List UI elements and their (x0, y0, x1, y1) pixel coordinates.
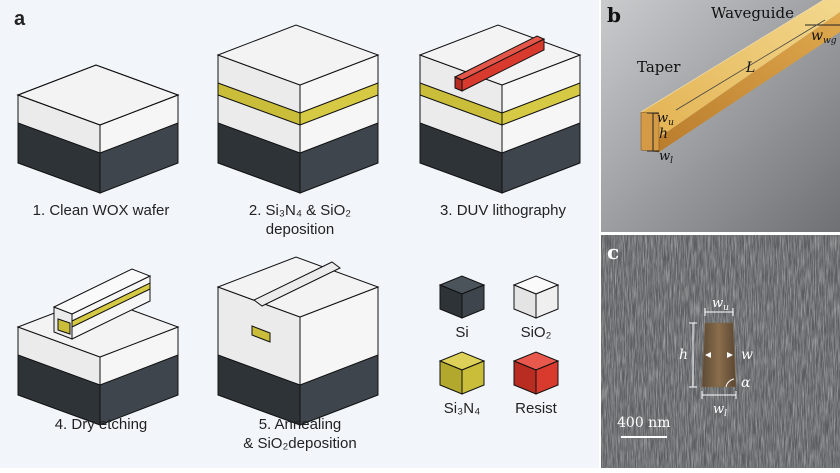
length-label: L (745, 60, 755, 76)
step3-lithography (418, 24, 582, 194)
legend-si3n4-cube (438, 351, 486, 395)
legend-resist-cube (512, 351, 560, 395)
waveguide-render: b Waveguide Taper wwg L wu h wl (601, 0, 840, 232)
legend-si-cube (438, 275, 486, 319)
step5-caption-line2: & SiO₂deposition (243, 435, 357, 452)
step1-wafer (16, 64, 180, 194)
panel-b-label: b (607, 3, 621, 27)
sem-image: c wu h w α wl 400 nm (601, 235, 840, 468)
step3-caption: 3. DUV lithography (440, 202, 566, 219)
wu-label: wu (657, 111, 674, 128)
process-diagram (16, 24, 582, 426)
taper-label: Taper (637, 58, 681, 76)
step4-caption: 4. Dry etching (54, 416, 148, 433)
panel-b: b Waveguide Taper wwg L wu h wl (601, 0, 840, 232)
legend-sio2-cube (512, 275, 560, 319)
sem-height-label: h (679, 347, 688, 363)
waveguide-label: Waveguide (711, 4, 794, 22)
step5-caption-line1: 5. Annealing (258, 416, 342, 433)
step4-etching (16, 268, 180, 426)
sem-width-label: w (741, 347, 753, 363)
step2-caption-line1: 2. Si₃N₄ & SiO₂ (248, 202, 352, 219)
sem-wl-label: wl (713, 402, 727, 419)
wl-label: wl (659, 149, 673, 166)
legend-resist-label: Resist (515, 400, 557, 417)
scalebar-label: 400 nm (617, 415, 670, 431)
panel-c-label: c (607, 240, 619, 264)
panel-c: c wu h w α wl 400 nm (601, 235, 840, 468)
sem-wu-label: wu (712, 296, 729, 313)
wwg-label: wwg (811, 28, 837, 46)
step5-annealing (216, 256, 380, 426)
panel-a: a (0, 0, 599, 468)
legend-si3n4-label: Si₃N₄ (443, 400, 481, 417)
step1-caption: 1. Clean WOX wafer (32, 202, 170, 219)
legend-si-label: Si (455, 324, 469, 341)
sem-alpha-label: α (741, 375, 751, 391)
height-label: h (659, 126, 668, 142)
step2-deposition (216, 24, 380, 194)
legend-sio2-label: SiO₂ (520, 324, 552, 341)
panel-a-label: a (14, 8, 26, 30)
step2-caption-line2: deposition (265, 221, 335, 238)
